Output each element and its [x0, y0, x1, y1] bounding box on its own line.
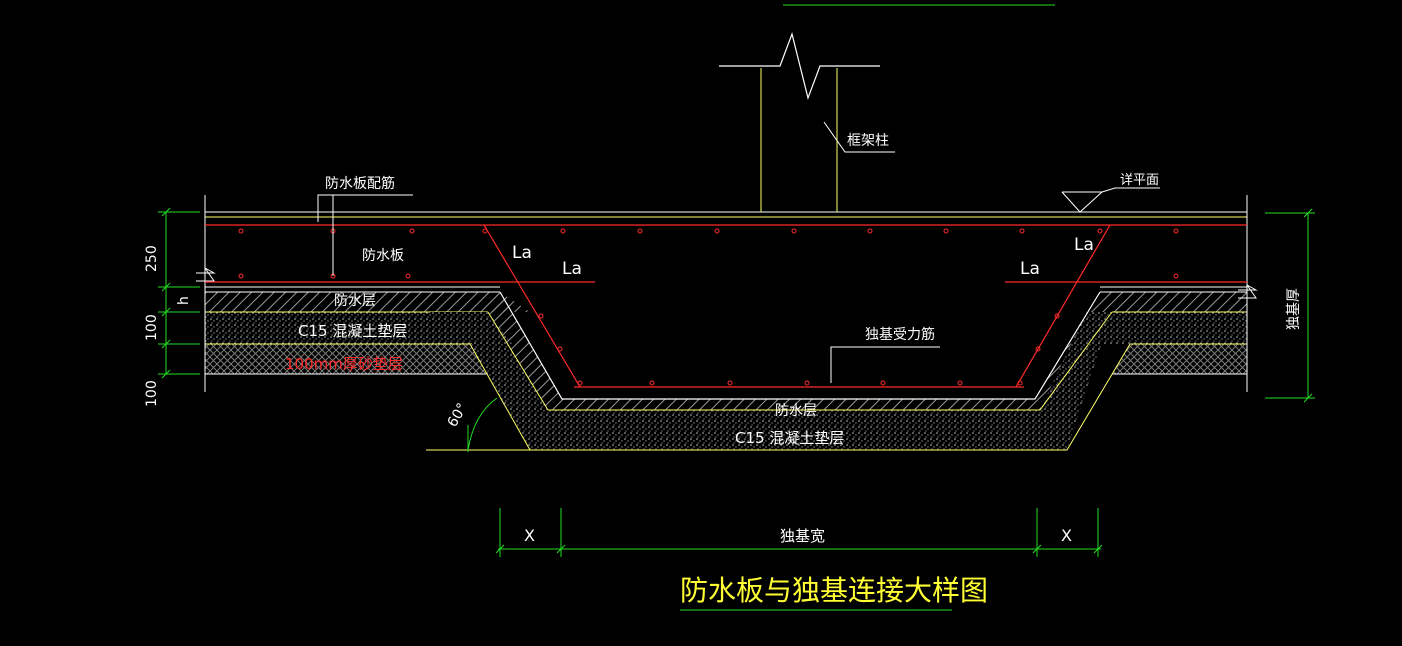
sand-layer-right	[1112, 344, 1247, 374]
bottom-dimensions	[495, 508, 1103, 557]
label-la-3: La	[1074, 235, 1094, 255]
dim-x-left: X	[524, 526, 535, 545]
right-dimensions	[1265, 208, 1315, 403]
pit-layers	[426, 291, 1131, 451]
dim-slab-thickness: 250	[144, 245, 160, 272]
drawing-title: 防水板与独基连接大样图	[680, 574, 988, 607]
label-la-4: La	[1020, 259, 1040, 279]
label-rebar-slab: 防水板配筋	[325, 175, 395, 192]
label-c15-bottom: C15 混凝土垫层	[735, 429, 844, 447]
pit-c15-band	[430, 312, 1112, 450]
label-la-1: La	[512, 243, 532, 263]
left-layers	[205, 291, 530, 375]
sand-layer-left	[205, 344, 488, 374]
c15-layer-left	[205, 312, 512, 344]
waterproof-layer-left	[205, 292, 530, 312]
dim-footing-thickness: 独基厚	[1285, 288, 1302, 330]
label-elevation: 详平面	[1120, 173, 1159, 188]
dim-h: h	[176, 296, 192, 305]
right-layers	[1086, 291, 1247, 375]
angle-60	[467, 397, 498, 452]
rebars	[205, 224, 1247, 388]
dim-x-right: X	[1061, 526, 1072, 545]
label-slab: 防水板	[362, 248, 404, 264]
leaders	[317, 121, 1160, 383]
waterproof-layer-right	[1086, 292, 1247, 312]
label-column: 框架柱	[847, 133, 889, 149]
label-sand-left: 100mm厚砂垫层	[285, 355, 403, 373]
label-waterproof-left: 防水层	[334, 293, 376, 309]
dim-footing-width: 独基宽	[780, 527, 825, 545]
label-c15-left: C15 混凝土垫层	[298, 322, 407, 340]
pit-waterproof-band	[488, 292, 1100, 410]
label-angle: 60°	[445, 400, 471, 430]
label-footing-rebar: 独基受力筋	[865, 326, 935, 343]
dim-layer-2: 100	[144, 380, 160, 407]
left-dimensions	[158, 207, 200, 379]
label-la-2: La	[562, 259, 582, 279]
dim-layer-1: 100	[144, 314, 160, 341]
frame-column	[719, 31, 880, 212]
slab-outline	[196, 195, 1258, 392]
c15-layer-right	[1090, 312, 1247, 344]
label-waterproof-bottom: 防水层	[775, 403, 817, 419]
